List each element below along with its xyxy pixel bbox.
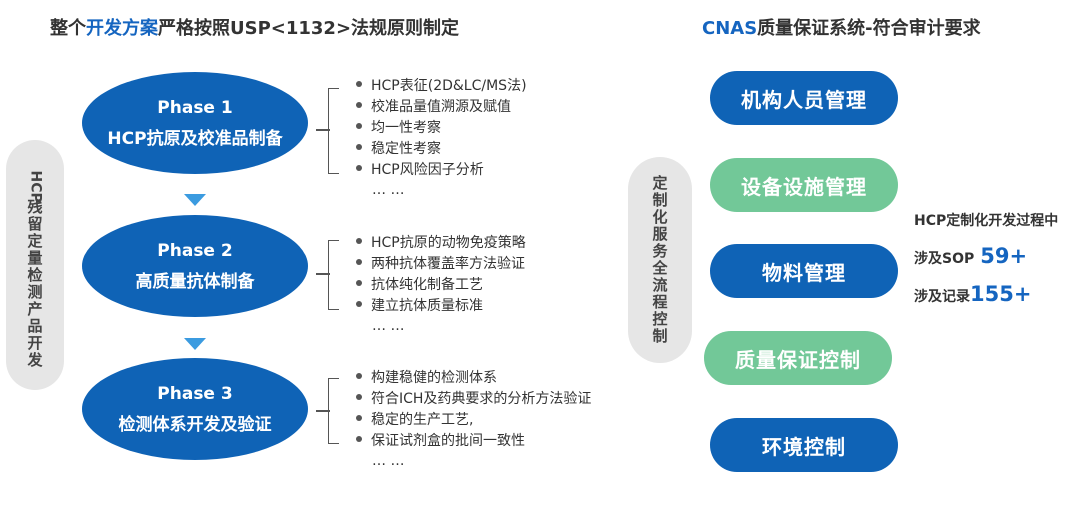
record-label: 涉及记录 [914,289,970,305]
record-stat: 涉及记录155+ [914,282,1031,306]
bracket-connector [316,410,330,412]
sop-stat: 涉及SOP 59+ [914,244,1027,268]
stats-title: HCP定制化开发过程中 [914,213,1059,229]
middle-label-char: 务 [652,242,668,260]
phase-2-items: HCP抗原的动物免疫策略 两种抗体覆盖率方法验证 抗体纯化制备工艺 建立抗体质量… [356,233,526,335]
phase-name: 高质量抗体制备 [135,271,255,292]
record-value: 155+ [970,282,1032,306]
quality-item-pill: 机构人员管理 [710,71,898,125]
middle-label-char: 定 [652,174,668,192]
phase-1-ellipse: Phase 1 HCP抗原及校准品制备 [82,72,308,174]
list-item: 构建稳健的检测体系 [356,368,591,389]
middle-label-char: 程 [652,293,668,311]
side-label-char: 测 [27,282,43,301]
list-item: 两种抗体覆盖率方法验证 [356,254,526,275]
phase-name: 检测体系开发及验证 [118,414,272,435]
list-item: 符合ICH及药典要求的分析方法验证 [356,389,591,410]
middle-label-char: 服 [652,225,668,243]
list-item: HCP风险因子分析 [356,160,527,181]
list-item: 稳定的生产工艺, [356,410,591,431]
side-label-char: 量 [27,248,43,267]
phase-label: Phase 3 [157,383,233,404]
middle-label-char: 流 [652,276,668,294]
right-title: CNAS质量保证系统-符合审计要求 [702,14,981,40]
list-item: 校准品量值溯源及赋值 [356,97,527,118]
side-label-char: 定 [27,231,43,250]
custom-service-pill: 定 制 化 服 务 全 流 程 控 制 [628,157,692,363]
down-arrow-icon [184,338,206,350]
side-label-char: 开 [27,333,43,352]
list-item: 建立抗体质量标准 [356,296,526,317]
list-item: 保证试剂盒的批间一致性 [356,431,591,452]
side-label-char: 检 [27,265,43,284]
down-arrow-icon [184,194,206,206]
sop-value: 59+ [980,244,1028,268]
left-title-highlight: 开发方案 [86,18,158,39]
side-label-rotated: HCP [27,170,44,203]
phase-label: Phase 1 [157,97,233,118]
side-label-char: 留 [27,214,43,233]
bracket-connector [316,129,330,131]
bracket [328,88,339,174]
left-title: 整个开发方案严格按照USP<1132>法规原则制定 [50,14,459,40]
phase-3-ellipse: Phase 3 检测体系开发及验证 [82,358,308,460]
ellipsis-more: … … [372,318,405,334]
middle-label-char: 控 [652,310,668,328]
quality-item-pill: 物料管理 [710,244,898,298]
left-title-suffix: 严格按照USP<1132>法规原则制定 [158,18,460,39]
right-title-suffix: 质量保证系统-符合审计要求 [757,18,981,39]
list-item: HCP抗原的动物免疫策略 [356,233,526,254]
bracket [328,378,339,444]
middle-label-char: 化 [652,208,668,226]
side-label-pill: HCP 残 留 定 量 检 测 产 品 开 发 [6,140,64,390]
side-label-char: 残 [27,197,43,216]
right-title-highlight: CNAS [702,18,758,39]
ellipsis-more: … … [372,453,405,469]
left-title-prefix: 整个 [50,18,86,39]
list-item: 均一性考察 [356,118,527,139]
ellipsis-more: … … [372,182,405,198]
list-item: HCP表征(2D&LC/MS法) [356,76,527,97]
phase-name: HCP抗原及校准品制备 [107,128,283,149]
sop-label: 涉及SOP [914,251,975,267]
bracket [328,240,339,310]
bracket-connector [316,273,330,275]
phase-3-items: 构建稳健的检测体系 符合ICH及药典要求的分析方法验证 稳定的生产工艺, 保证试… [356,368,591,470]
list-item: 稳定性考察 [356,139,527,160]
side-label-char: 品 [27,316,43,335]
quality-item-pill: 环境控制 [710,418,898,472]
quality-item-pill: 设备设施管理 [710,158,898,212]
phase-label: Phase 2 [157,240,233,261]
middle-label-char: 制 [652,191,668,209]
quality-item-pill: 质量保证控制 [704,331,892,385]
phase-1-items: HCP表征(2D&LC/MS法) 校准品量值溯源及赋值 均一性考察 稳定性考察 … [356,76,527,199]
middle-label-char: 制 [652,327,668,345]
phase-2-ellipse: Phase 2 高质量抗体制备 [82,215,308,317]
side-label-char: 产 [27,299,43,318]
middle-label-char: 全 [652,259,668,277]
side-label-text: HCP 残 留 定 量 检 测 产 品 开 发 [25,162,45,369]
list-item: 抗体纯化制备工艺 [356,275,526,296]
side-label-char: 发 [27,350,43,369]
custom-service-text: 定 制 化 服 务 全 流 程 控 制 [651,175,669,345]
